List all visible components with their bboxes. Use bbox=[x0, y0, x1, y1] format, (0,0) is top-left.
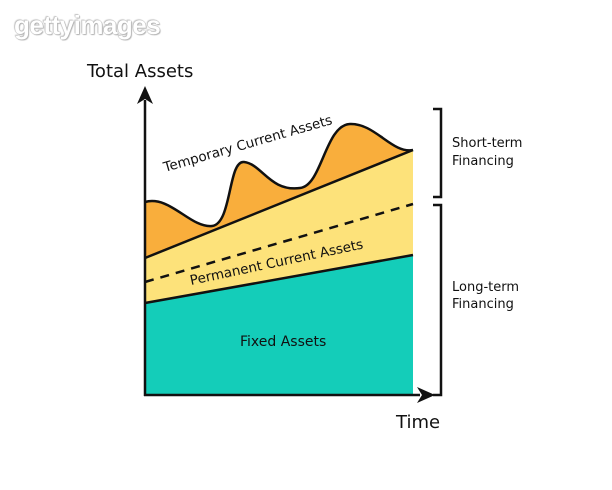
x-axis-arrow-icon bbox=[417, 387, 435, 403]
fixed-assets-region bbox=[145, 255, 413, 395]
y-axis-arrow-icon bbox=[137, 86, 153, 104]
long-term-label-line1: Long-term bbox=[452, 280, 519, 295]
fixed-assets-top-line bbox=[144, 253, 414, 305]
temporary-current-assets-region bbox=[145, 123, 413, 258]
short-term-label-line1: Short-term bbox=[452, 136, 522, 151]
temporary-assets-curve bbox=[144, 122, 414, 228]
permanent-current-assets-region bbox=[145, 150, 413, 303]
long-term-label-line2: Financing bbox=[452, 297, 514, 312]
y-axis-label: Total Assets bbox=[86, 61, 193, 82]
x-axis-label: Time bbox=[395, 412, 440, 433]
gettyimages-watermark: gettyimages bbox=[14, 10, 161, 40]
short-term-label-line2: Financing bbox=[452, 154, 514, 169]
permanent-assets-top-line bbox=[144, 148, 414, 260]
long-term-bracket bbox=[433, 203, 443, 397]
fixed-assets-label: Fixed Assets bbox=[240, 334, 326, 350]
dashed-divider-line bbox=[144, 202, 414, 284]
short-term-bracket bbox=[433, 107, 443, 199]
